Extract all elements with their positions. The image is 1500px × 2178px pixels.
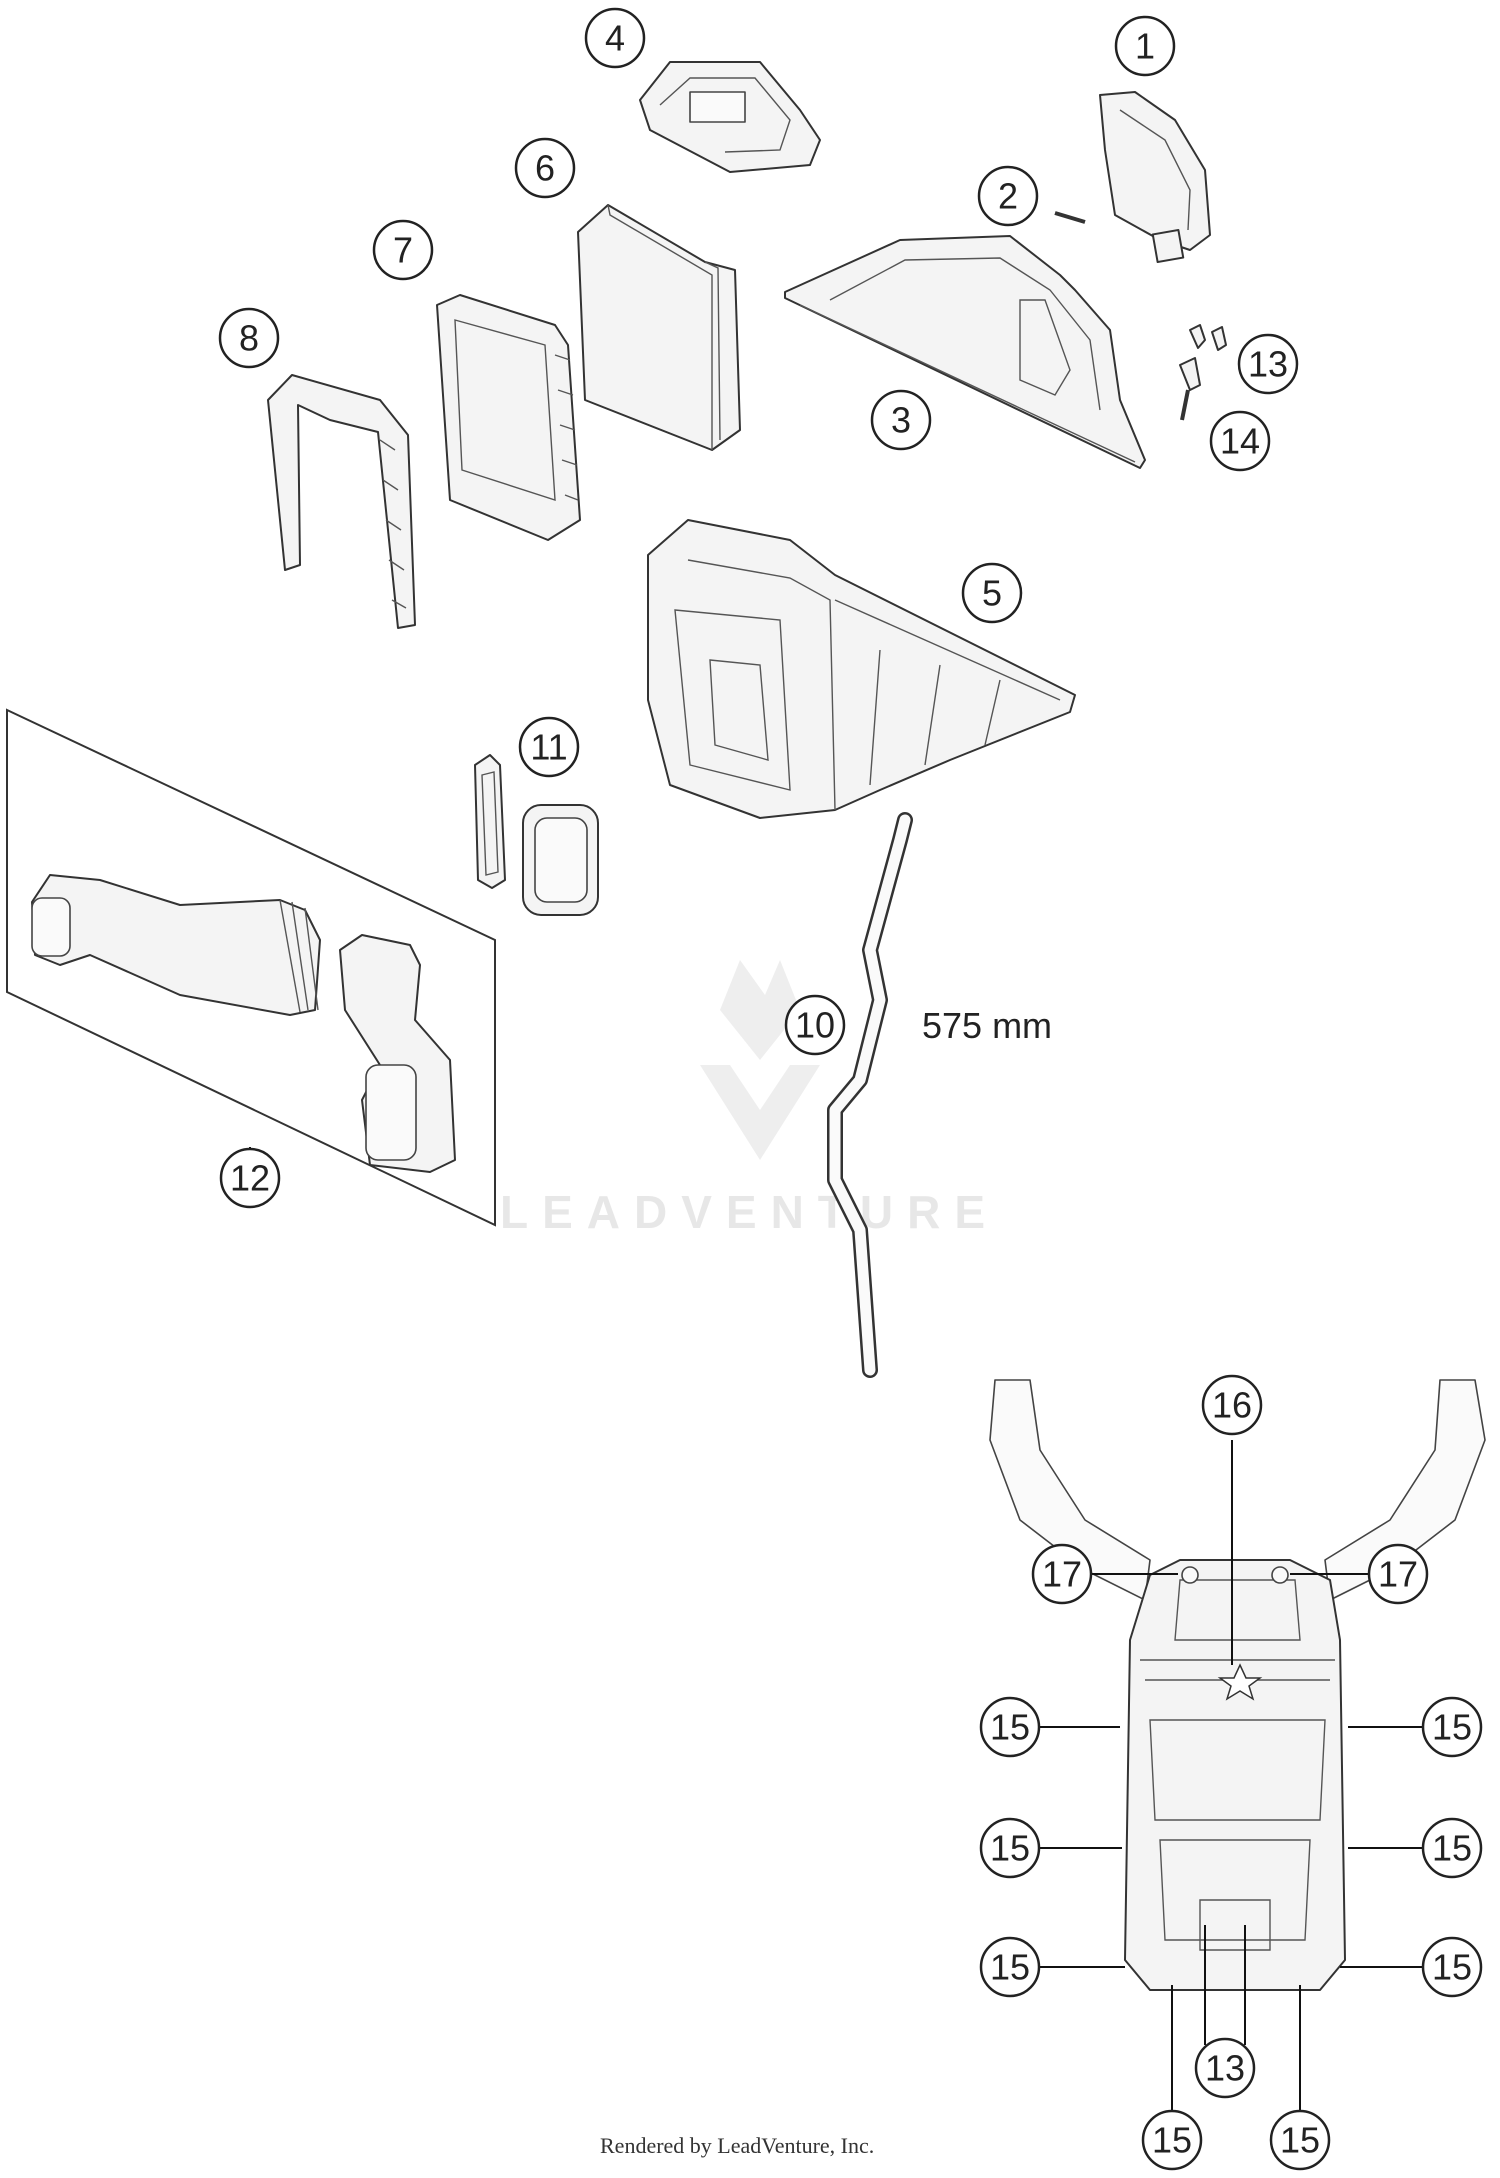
callout-15-bottom-right: 15 (1269, 2109, 1331, 2171)
svg-text:17: 17 (1378, 1554, 1418, 1595)
callout-2: 2 (977, 165, 1039, 227)
callout-3: 3 (870, 389, 932, 451)
callout-4: 4 (584, 7, 646, 69)
svg-text:13: 13 (1248, 344, 1288, 385)
callout-16: 16 (1201, 1374, 1263, 1436)
part-11-seals (474, 754, 599, 916)
part-13-14-screws (1179, 324, 1227, 421)
part-6-air-filter (577, 204, 741, 451)
callout-15-right-2: 15 (1421, 1817, 1483, 1879)
callout-8: 8 (218, 307, 280, 369)
part-8-filter-frame (267, 374, 416, 629)
svg-text:16: 16 (1212, 1385, 1252, 1426)
svg-text:12: 12 (230, 1158, 270, 1199)
svg-text:5: 5 (982, 573, 1002, 614)
svg-text:15: 15 (990, 1828, 1030, 1869)
svg-text:4: 4 (605, 18, 625, 59)
svg-text:15: 15 (1432, 1947, 1472, 1988)
callout-12: 12 (219, 1147, 281, 1209)
part-7-filter-cage (436, 294, 581, 541)
svg-text:14: 14 (1220, 421, 1260, 462)
callout-5: 5 (961, 562, 1023, 624)
leadventure-watermark: LEADVENTURE (500, 960, 999, 1238)
part-5-air-box (647, 519, 1076, 819)
footer-credit: Rendered by LeadVenture, Inc. (600, 2133, 874, 2158)
callout-7: 7 (372, 219, 434, 281)
svg-text:6: 6 (535, 148, 555, 189)
svg-text:2: 2 (998, 176, 1018, 217)
part-2-pin (1054, 211, 1086, 224)
svg-text:15: 15 (1432, 1828, 1472, 1869)
hose-length-label: 575 mm (922, 1005, 1052, 1046)
svg-text:15: 15 (1280, 2120, 1320, 2161)
callout-1: 1 (1114, 15, 1176, 77)
svg-text:15: 15 (1432, 1707, 1472, 1748)
callout-14: 14 (1209, 410, 1271, 472)
callout-15-bottom-left: 15 (1141, 2109, 1203, 2171)
part-10-breather-hose: 575 mm (827, 812, 1052, 1378)
svg-text:15: 15 (990, 1947, 1030, 1988)
callout-11: 11 (518, 716, 580, 778)
watermark-text: LEADVENTURE (500, 1186, 999, 1238)
callout-17-left: 17 (1031, 1543, 1093, 1605)
callout-15-left-1: 15 (979, 1696, 1041, 1758)
svg-text:15: 15 (990, 1707, 1030, 1748)
svg-text:7: 7 (393, 230, 413, 271)
svg-text:15: 15 (1152, 2120, 1192, 2161)
svg-text:11: 11 (530, 727, 567, 768)
part-12-intake-ducts (6, 708, 496, 1227)
callout-15-right-3: 15 (1421, 1936, 1483, 1998)
svg-text:8: 8 (239, 318, 259, 359)
callout-17-right: 17 (1367, 1543, 1429, 1605)
svg-text:13: 13 (1205, 2048, 1245, 2089)
callout-15-right-1: 15 (1421, 1696, 1483, 1758)
callout-10: 10 (784, 994, 846, 1056)
svg-text:1: 1 (1135, 26, 1155, 67)
part-3-lid (784, 235, 1146, 469)
svg-text:17: 17 (1042, 1554, 1082, 1595)
callout-13-bottom: 13 (1194, 2037, 1256, 2099)
svg-text:3: 3 (891, 400, 911, 441)
part-1-cover (1099, 91, 1211, 264)
callout-6: 6 (514, 137, 576, 199)
callout-13-top: 13 (1237, 333, 1299, 395)
part-4-vent-cover (639, 61, 821, 173)
svg-text:10: 10 (795, 1005, 835, 1046)
callout-15-left-2: 15 (979, 1817, 1041, 1879)
callout-15-left-3: 15 (979, 1936, 1041, 1998)
assembled-airbox-view (989, 1379, 1486, 1991)
